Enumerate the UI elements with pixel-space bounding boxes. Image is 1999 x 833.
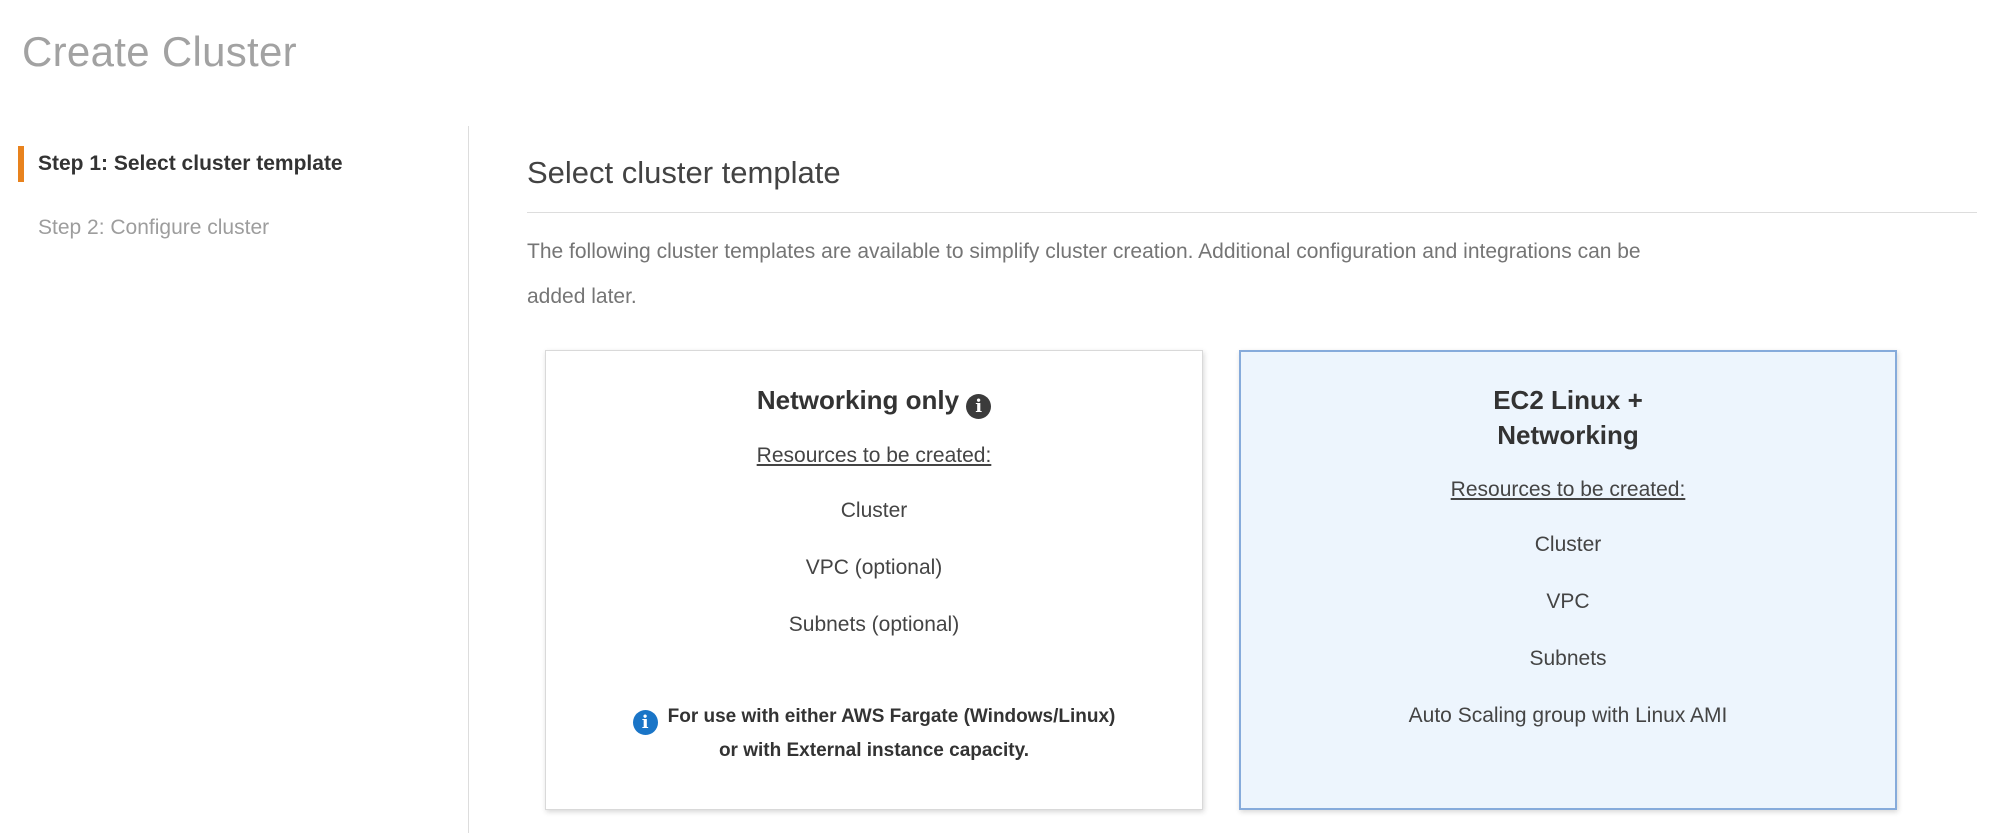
resource-item: VPC xyxy=(1546,590,1590,613)
card-title-text: Networking only xyxy=(756,385,960,415)
resources-label-wrap: Resources to be created: xyxy=(1264,453,1872,502)
section-description: The following cluster templates are avai… xyxy=(527,229,1977,319)
resource-item: Cluster xyxy=(840,499,908,522)
card-title-line: EC2 Linux + xyxy=(1493,385,1643,415)
resources-label: Resources to be created: xyxy=(756,444,992,467)
resources-label-wrap: Resources to be created: xyxy=(570,419,1178,468)
card-title: EC2 Linux + Networking xyxy=(1264,383,1872,453)
wizard-steps-nav: Step 1: Select cluster template Step 2: … xyxy=(0,126,468,833)
info-icon: i xyxy=(632,710,658,735)
description-line: The following cluster templates are avai… xyxy=(527,240,1641,263)
resources-label: Resources to be created: xyxy=(1450,478,1686,501)
heading-divider xyxy=(527,212,1977,213)
info-icon[interactable]: i xyxy=(966,394,992,419)
card-title-line: Networking xyxy=(1497,420,1639,450)
card-note-line: or with External instance capacity. xyxy=(718,740,1030,761)
page-title: Create Cluster xyxy=(22,28,297,75)
resources-list: Cluster VPC Subnets Auto Scaling group w… xyxy=(1264,531,1872,730)
template-card-ec2-linux-networking[interactable]: EC2 Linux + Networking Resources to be c… xyxy=(1239,350,1897,810)
card-note: i For use with either AWS Fargate (Window… xyxy=(570,701,1178,766)
resource-item: VPC (optional) xyxy=(805,556,943,579)
resources-list: Cluster VPC (optional) Subnets (optional… xyxy=(570,497,1178,639)
resource-item: Subnets xyxy=(1529,647,1607,670)
step-2-configure-cluster[interactable]: Step 2: Configure cluster xyxy=(38,216,270,239)
step-1-select-cluster-template[interactable]: Step 1: Select cluster template xyxy=(18,146,468,182)
wizard-layout: Step 1: Select cluster template Step 2: … xyxy=(0,126,1999,833)
card-note-line: i For use with either AWS Fargate (Window… xyxy=(570,701,1178,735)
main-panel: Select cluster template The following cl… xyxy=(468,126,1999,833)
resource-item: Cluster xyxy=(1534,533,1602,556)
description-line: added later. xyxy=(527,285,637,308)
resource-item: Subnets (optional) xyxy=(788,613,960,636)
resource-item: Auto Scaling group with Linux AMI xyxy=(1408,704,1728,727)
card-note-text: For use with either AWS Fargate (Windows… xyxy=(667,706,1116,727)
section-heading: Select cluster template xyxy=(527,155,841,190)
